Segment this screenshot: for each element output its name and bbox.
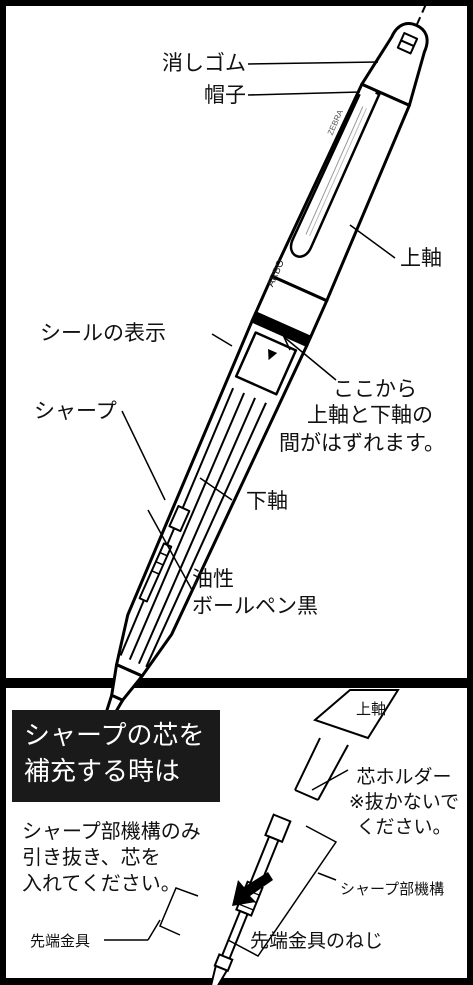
seal-display-label: シールの表示 (40, 321, 166, 345)
pen-illustration (104, 4, 429, 726)
separate-line1: ここから (333, 377, 417, 401)
separate-line2: 上軸と下軸の (307, 403, 433, 427)
tip-screw-label: 先端金具のねじ (250, 930, 384, 952)
lower-barrel-label: 下軸 (246, 489, 288, 513)
instruction-line3: 入れてください。 (22, 871, 181, 895)
leader-lines-top (121, 61, 396, 591)
holder-line1: 芯ホルダー (356, 766, 452, 788)
sharp-label: シャープ (34, 399, 117, 423)
seal-window (234, 331, 298, 396)
insert-arrow (232, 872, 273, 906)
refill-title-line1: シャープの芯を (24, 721, 205, 751)
instruction-line2: 引き抜き、芯を (22, 845, 161, 869)
tip-fitting-label: 先端金具 (30, 932, 91, 950)
upper-barrel-label: 上軸 (400, 246, 442, 270)
separation-arrow (282, 336, 337, 381)
separate-line3: 間がはずれます。 (279, 431, 445, 455)
instruction-line1: シャープ部機構のみ (22, 819, 201, 843)
clip (289, 91, 381, 258)
holder-line2: ※抜かないで (348, 791, 460, 813)
bottom-upper-barrel-label: 上軸 (356, 700, 387, 718)
mechanism-label: シャープ部機構 (340, 880, 445, 898)
oil-label-line1: 油性 (192, 567, 234, 591)
refill-title-line2: 補充する時は (24, 757, 181, 787)
oil-label-line2: ボールペン黒 (192, 594, 318, 618)
cap-label: 帽子 (204, 83, 246, 107)
eraser-label: 消しゴム (162, 51, 246, 75)
upper-barrel-section (294, 689, 400, 801)
refill-title: シャープの芯を 補充する時は (12, 710, 220, 802)
holder-line3: ください。 (356, 816, 452, 838)
leader-lines-bottom (104, 825, 338, 957)
